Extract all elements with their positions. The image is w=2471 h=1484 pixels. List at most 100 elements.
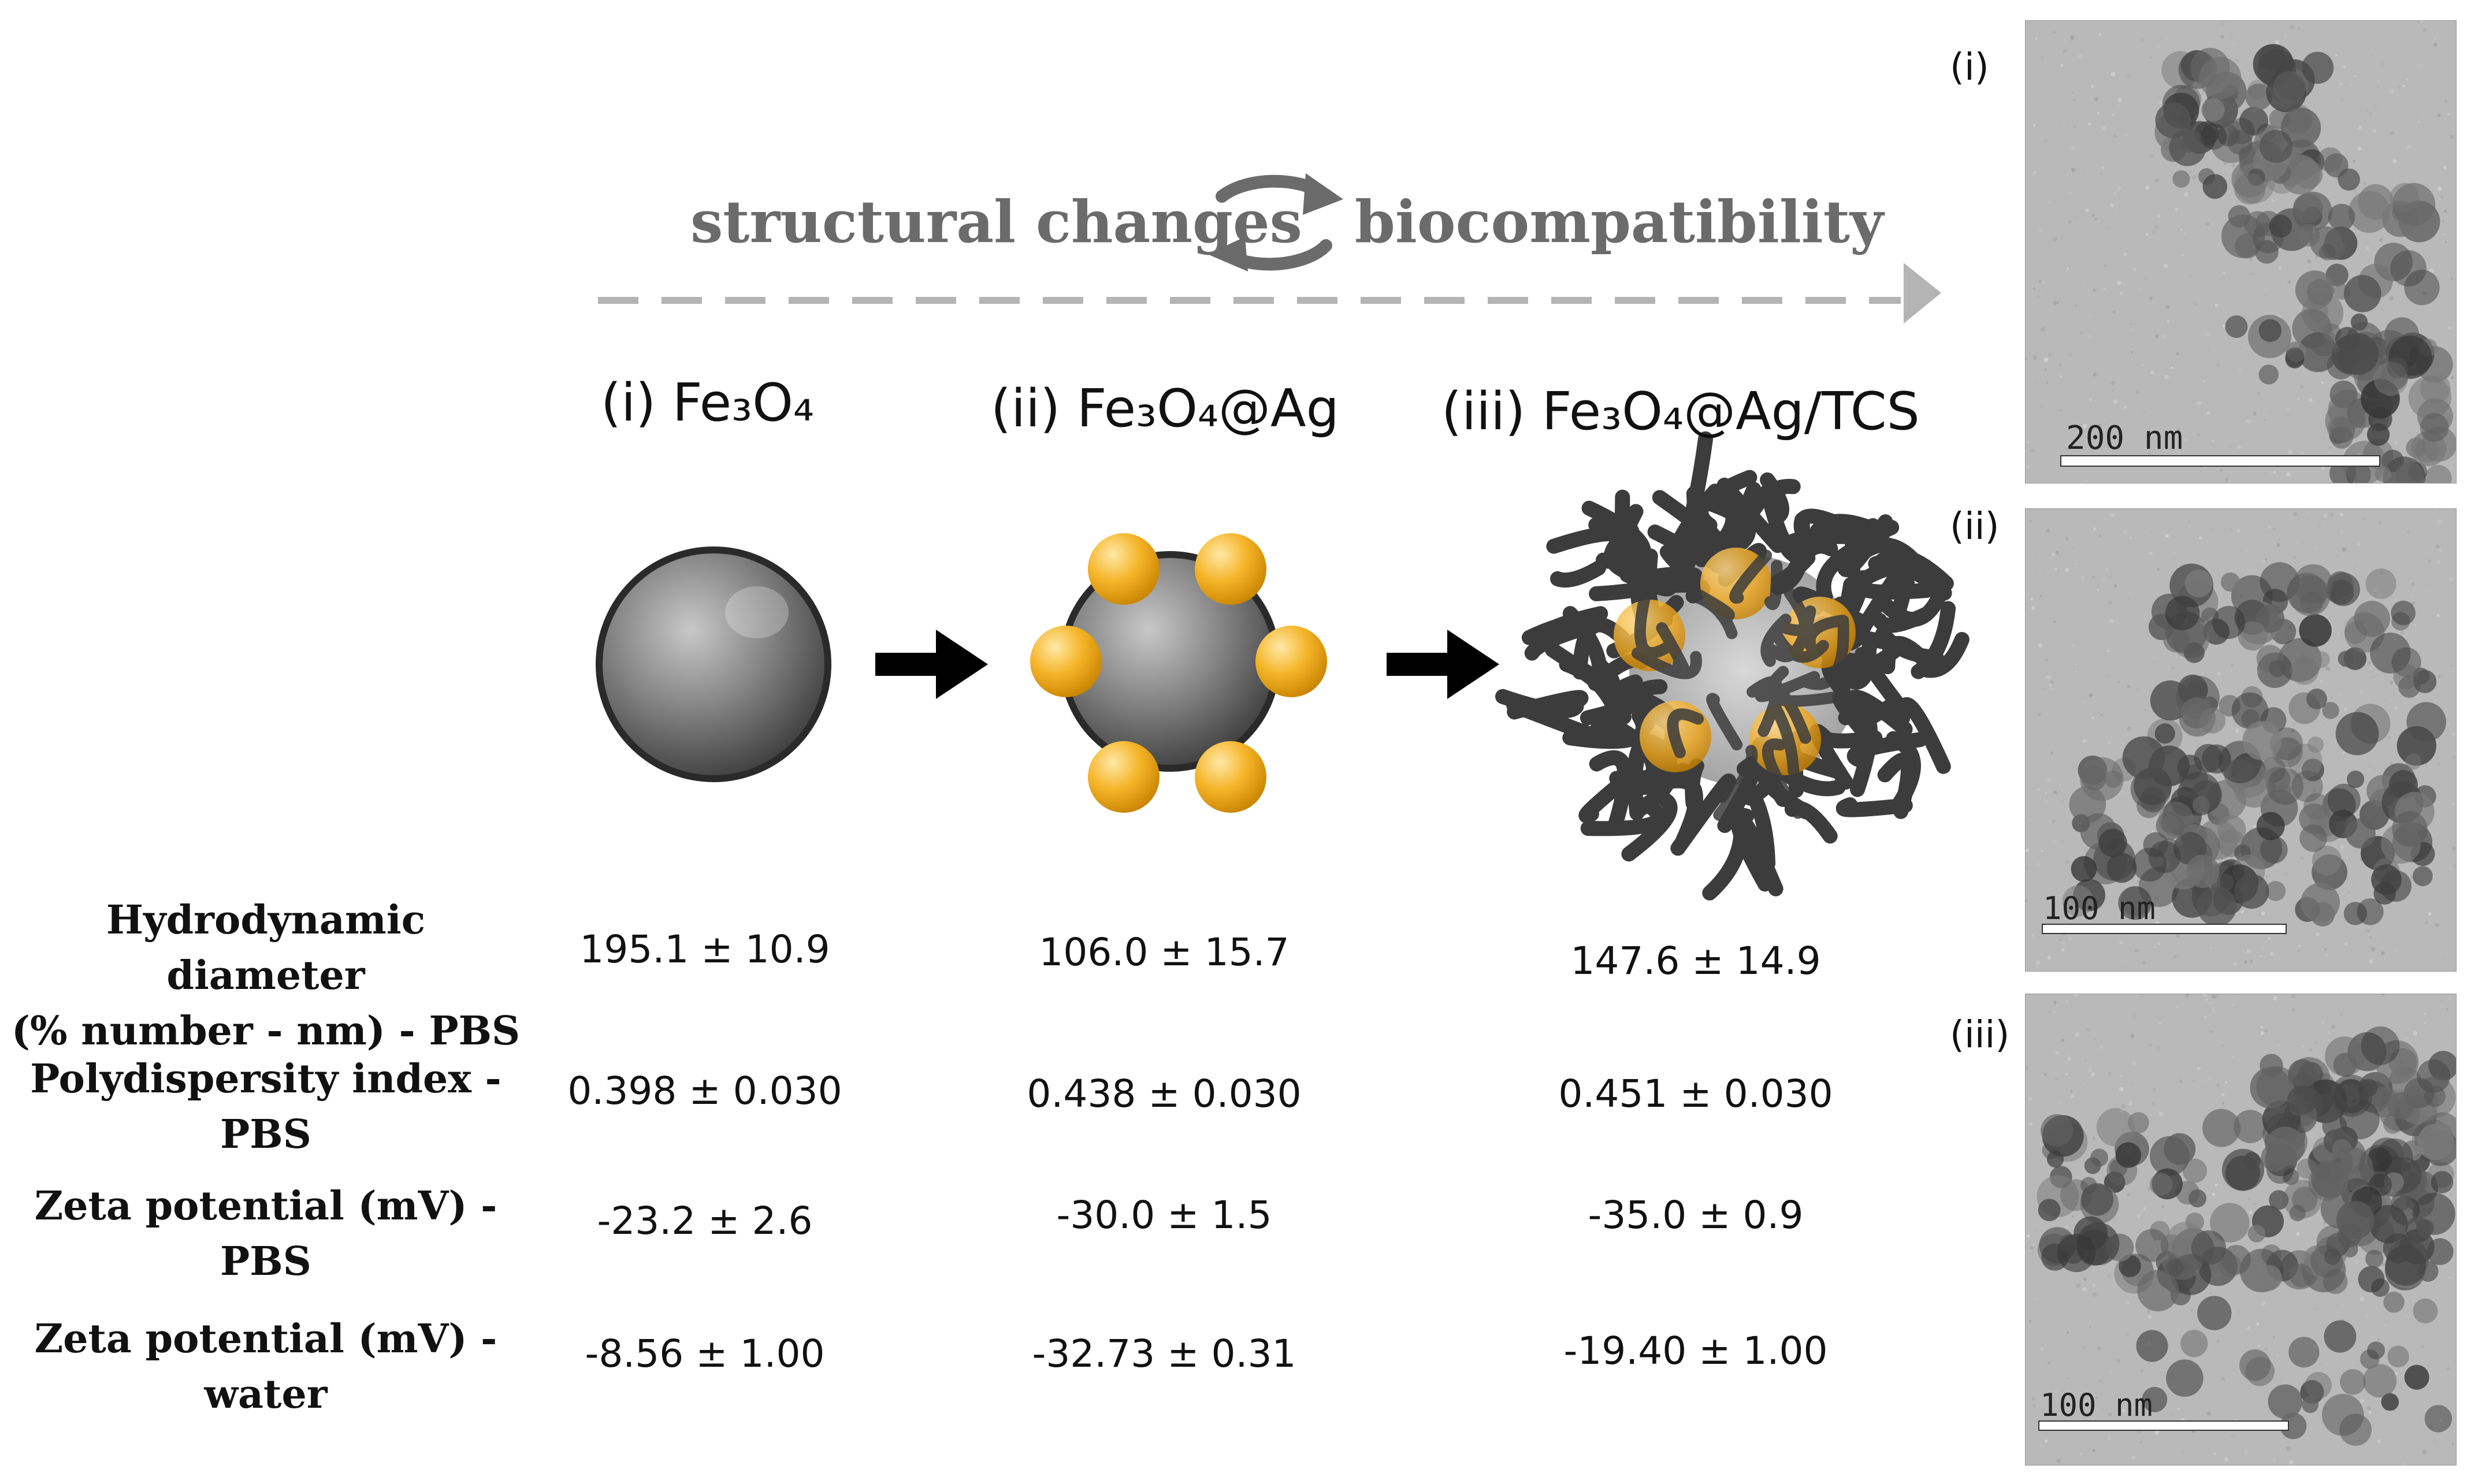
- tem-noise: [2071, 91, 2074, 94]
- tem-nanoparticle: [2186, 854, 2220, 888]
- table-cell: -32.73 ± 0.31: [1032, 1331, 1296, 1376]
- tem-noise: [2035, 961, 2041, 965]
- tem-noise: [2082, 1286, 2087, 1292]
- tem-nanoparticle: [2326, 572, 2360, 607]
- tem-nanoparticle: [2413, 670, 2437, 693]
- tem-noise: [2074, 670, 2077, 673]
- tem-noise: [2125, 133, 2128, 136]
- tem-noise: [2055, 1051, 2059, 1054]
- tem-noise: [2057, 302, 2059, 304]
- tem-nanoparticle: [2250, 1067, 2292, 1109]
- table-cell: -8.56 ± 1.00: [585, 1331, 825, 1376]
- tem-nanoparticle: [2395, 462, 2424, 483]
- tem-noise: [2343, 65, 2346, 69]
- tem-noise: [2359, 180, 2362, 184]
- tem-nanoparticle: [2286, 341, 2306, 362]
- tem-micrograph: [2026, 21, 2456, 483]
- tem-noise: [2264, 1029, 2268, 1033]
- tem-noise: [2188, 275, 2191, 278]
- tem-noise: [2309, 1048, 2313, 1052]
- tem-noise: [2368, 768, 2372, 773]
- tem-noise: [2448, 1277, 2451, 1279]
- tem-nanoparticle: [2365, 568, 2396, 599]
- polymer-strand: [1702, 823, 1749, 901]
- tem-nanoparticle: [2417, 1124, 2454, 1161]
- tem-noise: [2288, 449, 2293, 454]
- tem-noise: [2038, 228, 2043, 232]
- polymer-strand: [1656, 622, 1690, 676]
- tem-noise: [2149, 1044, 2152, 1047]
- tem-noise: [2136, 1214, 2141, 1218]
- tem-nanoparticle: [2373, 362, 2408, 396]
- tem-noise: [2268, 1242, 2270, 1245]
- tem-nanoparticle: [2172, 170, 2190, 188]
- tem-noise: [2150, 1430, 2153, 1433]
- tem-noise: [2062, 124, 2066, 128]
- tem-noise: [2429, 268, 2434, 273]
- tem-nanoparticle: [2406, 702, 2446, 742]
- tem-noise: [2130, 537, 2131, 539]
- tem-nanoparticle: [2154, 723, 2175, 744]
- tem-noise: [2103, 287, 2106, 291]
- tem-noise: [2058, 895, 2061, 897]
- tem-nanoparticle: [2358, 184, 2394, 220]
- tem-nanoparticle: [2383, 1292, 2405, 1313]
- tem-noise: [2281, 836, 2284, 839]
- tem-noise: [2124, 964, 2127, 968]
- tem-noise: [2150, 326, 2152, 328]
- tem-nanoparticle: [2115, 1142, 2142, 1168]
- table-cell: -23.2 ± 2.6: [597, 1199, 813, 1243]
- tem-nanoparticle: [2234, 1110, 2267, 1143]
- tem-noise: [2250, 313, 2253, 315]
- tem-noise: [2291, 315, 2294, 317]
- tem-noise: [2130, 1033, 2135, 1039]
- tem-noise: [2134, 303, 2137, 306]
- tem-noise: [2270, 951, 2274, 956]
- tem-noise: [2323, 1221, 2327, 1225]
- polymer-strand: [1634, 572, 1672, 659]
- tem-noise: [2298, 778, 2302, 781]
- tem-noise: [2045, 421, 2049, 425]
- tem-noise: [2171, 366, 2174, 370]
- tem-noise: [2084, 1400, 2087, 1403]
- tem-noise: [2074, 563, 2076, 565]
- tem-noise: [2122, 791, 2125, 794]
- tem-noise: [2105, 568, 2109, 571]
- tem-noise: [2358, 125, 2362, 129]
- tem-noise: [2236, 1048, 2238, 1051]
- tem-noise: [2295, 1232, 2300, 1236]
- tem-noise: [2049, 687, 2052, 690]
- tem-noise: [2090, 84, 2094, 88]
- tem-noise: [2082, 1346, 2085, 1349]
- tem-nanoparticle: [2285, 347, 2305, 367]
- tem-noise: [2039, 572, 2041, 575]
- tem-noise: [2247, 1197, 2250, 1200]
- tem-noise: [2336, 555, 2339, 559]
- polymer-strand: [1846, 732, 1928, 767]
- tem-nanoparticle: [2166, 1259, 2184, 1277]
- tem-noise: [2403, 716, 2406, 719]
- tem-noise: [2436, 544, 2440, 549]
- tem-nanoparticle: [2313, 651, 2330, 668]
- tem-noise: [2058, 194, 2060, 195]
- tem-nanoparticle: [2387, 357, 2408, 378]
- tem-noise: [2251, 273, 2254, 275]
- tem-nanoparticle: [2273, 71, 2306, 105]
- tem-noise: [2192, 399, 2196, 403]
- tem-noise: [2070, 1090, 2073, 1093]
- tem-noise: [2391, 131, 2395, 135]
- tem-nanoparticle: [2178, 772, 2221, 816]
- tem-noise: [2097, 112, 2100, 114]
- tem-noise: [2323, 1349, 2325, 1351]
- tem-nanoparticle: [2340, 1369, 2366, 1395]
- tem-noise: [2121, 308, 2124, 311]
- tem-noise: [2142, 410, 2146, 414]
- tem-noise: [2324, 723, 2325, 724]
- tem-noise: [2046, 382, 2049, 384]
- tem-noise: [2083, 1277, 2087, 1281]
- tem-noise: [2087, 1028, 2089, 1031]
- tem-noise: [2297, 399, 2299, 400]
- tem-noise: [2222, 325, 2225, 328]
- tem-noise: [2109, 1072, 2111, 1074]
- tem-noise: [2287, 1182, 2290, 1184]
